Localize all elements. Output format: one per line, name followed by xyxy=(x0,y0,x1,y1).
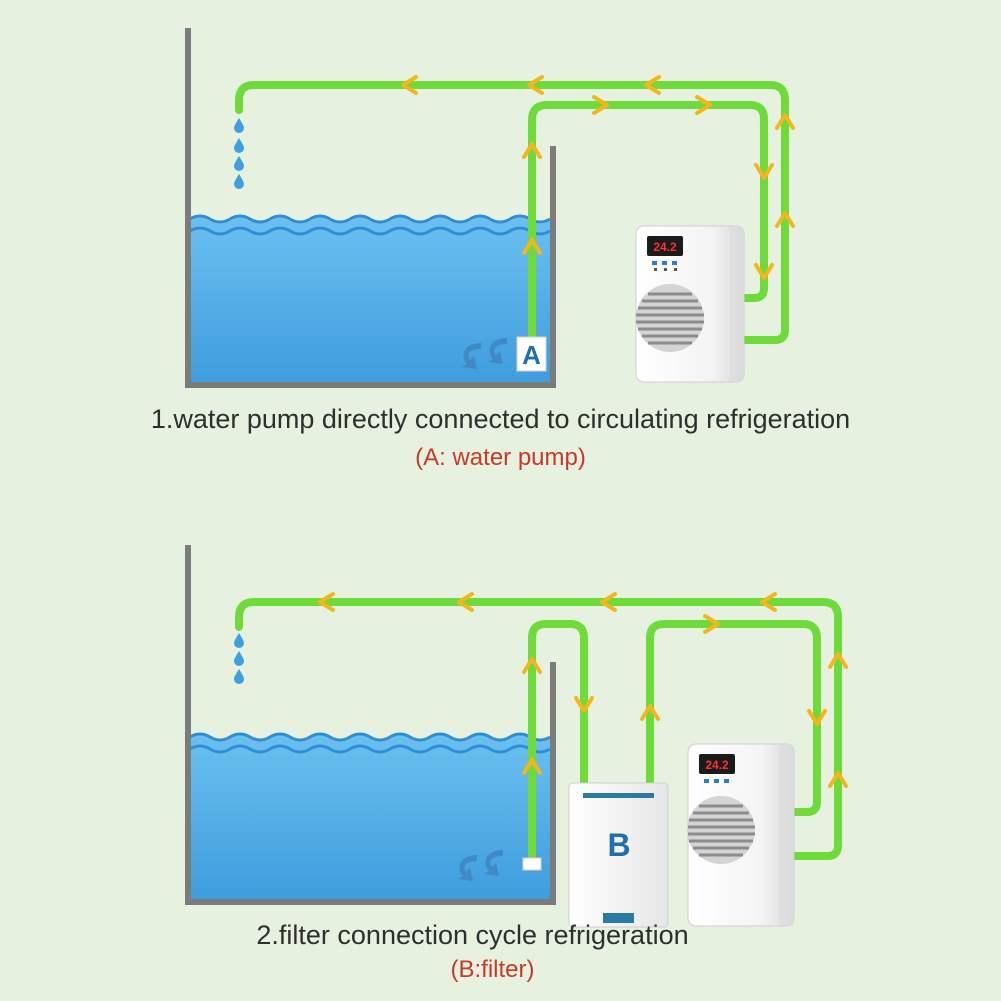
return-pipe-2 xyxy=(235,598,842,860)
water-pump-a: A xyxy=(516,336,547,372)
supply-pipe-1 xyxy=(528,101,768,342)
tank-water-1 xyxy=(190,216,550,383)
filter-b: B xyxy=(568,782,669,928)
return-pipe-1 xyxy=(235,81,789,344)
water-drops-2 xyxy=(234,633,244,684)
diagram-1-title: 1.water pump directly connected to circu… xyxy=(150,404,851,434)
tank-wall-1 xyxy=(185,28,556,388)
water-waves-2 xyxy=(189,732,551,754)
chiller-display-2 xyxy=(699,754,735,774)
chiller-unit-1: 24.2 xyxy=(635,225,745,383)
chiller-display-text-2: 24.2 xyxy=(705,758,729,772)
chiller-display-1 xyxy=(647,236,683,256)
chiller-display-text-1: 24.2 xyxy=(653,240,677,254)
chiller-unit-2: 24.2 xyxy=(687,743,795,927)
diagram-1-subtitle: (A: water pump) xyxy=(415,444,586,471)
pump-label: A xyxy=(522,340,541,370)
water-drops-1 xyxy=(234,118,244,189)
diagram-2-title: 2.filter connection cycle refrigeration xyxy=(256,920,689,950)
diagram-2-subtitle: (B:filter) xyxy=(450,956,535,983)
filter-inlet-pipe-2 xyxy=(528,620,588,864)
diagram-1: A 24.2 xyxy=(185,28,795,388)
chiller-supply-pipe-2 xyxy=(646,620,821,816)
pump-intake-2 xyxy=(522,857,542,871)
tank-water-2 xyxy=(190,734,550,899)
water-waves-1 xyxy=(189,214,551,236)
tank-wall-2 xyxy=(185,545,556,905)
diagram-2: B 24.2 xyxy=(185,545,848,928)
filter-label: B xyxy=(607,827,630,863)
